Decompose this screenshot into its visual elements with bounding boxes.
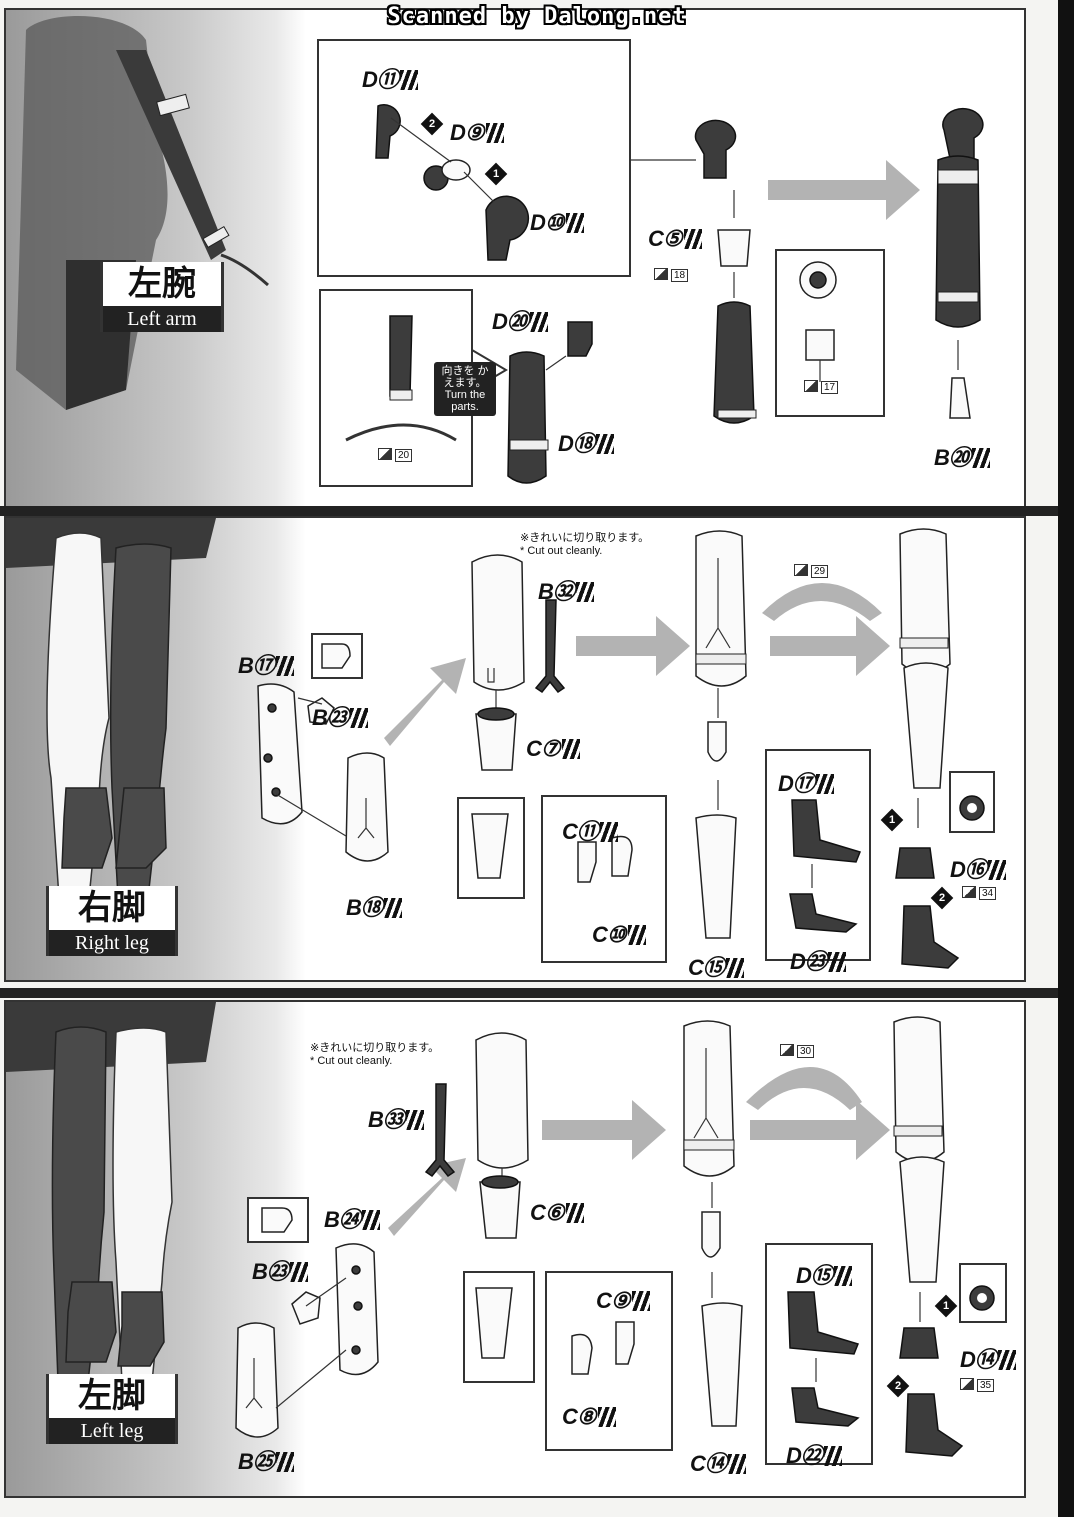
part-label-c7: C⑦	[526, 736, 580, 762]
part-label-b23: B㉓	[312, 700, 368, 732]
part-label-d11: D⑪	[362, 62, 418, 94]
gate-marker-30: 30	[780, 1044, 815, 1058]
marker-number: 29	[811, 565, 829, 578]
part-label-b24: B㉔	[324, 1202, 380, 1234]
gate-marker-34: 34	[962, 886, 997, 900]
gate-marker-29: 29	[794, 564, 829, 578]
right-leg-title-jp: 右脚	[78, 888, 146, 928]
right-leg-panel: 右脚 Right leg ※きれいに切り取ります。 * Cut out clea…	[4, 516, 1026, 982]
part-label-d15: D⑮	[796, 1258, 852, 1290]
part-label-b32: B㉜	[538, 574, 594, 606]
left-leg-title-jp: 左脚	[78, 1376, 146, 1416]
marker-number: 20	[395, 449, 413, 462]
step-2-badge: 2	[930, 886, 954, 910]
part-label-c11: C⑪	[562, 814, 618, 846]
left-leg-title: 左脚 Left leg	[46, 1374, 178, 1444]
step-2-badge: 2	[886, 1374, 910, 1398]
turn-note-jp: 向きを かえます。	[441, 365, 489, 389]
gate-icon	[780, 1044, 794, 1056]
left-leg-diagram	[6, 1002, 1007, 1465]
marker-number: 35	[977, 1379, 995, 1392]
step-number: 1	[492, 168, 500, 180]
cut-note-jp: ※きれいに切り取ります。	[310, 1042, 440, 1054]
part-label-d10: D⑩	[530, 210, 584, 236]
part-label-d16: D⑯	[950, 852, 1006, 884]
gate-marker-20: 20	[378, 448, 413, 462]
cut-cleanly-note: ※きれいに切り取ります。 * Cut out cleanly.	[520, 532, 649, 558]
left-arm-diagram	[16, 16, 984, 487]
part-label-b20: B⑳	[934, 440, 990, 472]
right-leg-title-en: Right leg	[49, 930, 175, 956]
part-label-b17: B⑰	[238, 648, 294, 680]
scanner-watermark: Scanned by Dalong.net	[387, 4, 687, 29]
marker-number: 30	[797, 1045, 815, 1058]
step-number: 2	[938, 892, 946, 904]
step-1-badge: 1	[934, 1294, 958, 1318]
step-number: 1	[888, 814, 896, 826]
part-label-b33: B㉝	[368, 1102, 424, 1134]
gate-icon	[378, 448, 392, 460]
part-label-c14: C⑭	[690, 1446, 746, 1478]
left-arm-title: 左腕 Left arm	[100, 262, 224, 332]
cut-note-jp: ※きれいに切り取ります。	[520, 532, 650, 544]
gate-icon	[960, 1378, 974, 1390]
left-arm-title-jp: 左腕	[128, 264, 196, 304]
part-label-d14: D⑭	[960, 1342, 1016, 1374]
part-label-b18: B⑱	[346, 890, 402, 922]
part-label-b25: B㉕	[238, 1444, 294, 1476]
part-label-d9: D⑨	[450, 120, 504, 146]
step-number: 2	[894, 1380, 902, 1392]
part-label-c5: C⑤	[648, 226, 702, 252]
marker-number: 18	[671, 269, 689, 282]
part-label-d18: D⑱	[558, 426, 614, 458]
part-label-d23: D㉓	[790, 944, 846, 976]
turn-note-en: Turn the parts.	[444, 389, 486, 413]
scan-edge	[1058, 0, 1074, 1517]
panel-separator	[0, 988, 1058, 998]
step-2-badge: 2	[420, 112, 444, 136]
part-label-d20: D⑳	[492, 304, 548, 336]
step-1-badge: 1	[484, 162, 508, 186]
marker-number: 34	[979, 887, 997, 900]
gate-marker-18: 18	[654, 268, 689, 282]
right-leg-title: 右脚 Right leg	[46, 886, 178, 956]
left-arm-panel: 左腕 Left arm D⑪ D⑨ D⑩ C⑤ D⑳ D⑱ B⑳ 向きを かえま…	[4, 8, 1026, 508]
turn-parts-note: 向きを かえます。 Turn the parts.	[434, 362, 496, 416]
part-label-b23: B㉓	[252, 1254, 308, 1286]
step-number: 1	[942, 1300, 950, 1312]
marker-number: 17	[821, 381, 839, 394]
part-label-d22: D㉒	[786, 1438, 842, 1470]
gate-icon	[794, 564, 808, 576]
cut-note-en: * Cut out cleanly.	[520, 545, 603, 557]
gate-marker-35: 35	[960, 1378, 995, 1392]
part-label-d17: D⑰	[778, 766, 834, 798]
gate-marker-17: 17	[804, 380, 839, 394]
gate-icon	[804, 380, 818, 392]
left-leg-title-en: Left leg	[49, 1418, 175, 1444]
step-number: 2	[428, 118, 436, 130]
cut-note-en: * Cut out cleanly.	[310, 1055, 393, 1067]
gate-icon	[962, 886, 976, 898]
cut-cleanly-note: ※きれいに切り取ります。 * Cut out cleanly.	[310, 1042, 439, 1068]
part-label-c8: C⑧	[562, 1404, 616, 1430]
part-label-c6: C⑥	[530, 1200, 584, 1226]
gate-icon	[654, 268, 668, 280]
step-1-badge: 1	[880, 808, 904, 832]
left-arm-title-en: Left arm	[103, 306, 221, 332]
part-label-c9: C⑨	[596, 1288, 650, 1314]
left-leg-panel: 左脚 Left leg ※きれいに切り取ります。 * Cut out clean…	[4, 1000, 1026, 1498]
part-label-c15: C⑮	[688, 950, 744, 980]
panel-separator	[0, 506, 1058, 516]
part-label-c10: C⑩	[592, 922, 646, 948]
